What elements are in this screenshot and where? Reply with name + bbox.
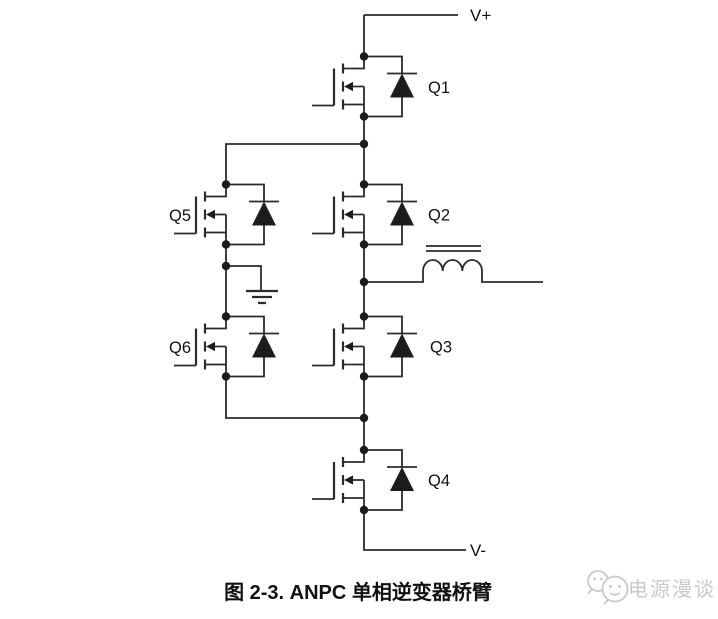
mosfet-with-body-diode-q4 (310, 444, 419, 516)
positive-rail-label: V+ (470, 6, 491, 25)
figure-caption: 图 2-3. ANPC 单相逆变器桥臂 (224, 580, 492, 604)
watermark: 电源漫谈 (587, 570, 716, 605)
negative-rail-label: V- (470, 541, 486, 560)
mosfet-with-body-diode-q2 (310, 179, 419, 250)
junction-dots (221, 139, 369, 423)
mosfet-with-body-diode-q1 (310, 51, 419, 122)
watermark-text: 电源漫谈 (628, 578, 716, 601)
transistor-label-q2: Q2 (428, 207, 450, 225)
chat-bubbles-icon (587, 570, 629, 605)
transistor-label-q6: Q6 (169, 339, 191, 357)
inductor-symbol (364, 245, 543, 283)
mosfet-with-body-diode-q3 (310, 311, 419, 382)
transistor-label-q4: Q4 (428, 472, 450, 490)
transistor-label-q5: Q5 (169, 207, 191, 225)
transistor-label-q1: Q1 (428, 79, 450, 97)
ground-symbol-icon (226, 265, 278, 305)
transistor-label-q3: Q3 (430, 339, 452, 357)
